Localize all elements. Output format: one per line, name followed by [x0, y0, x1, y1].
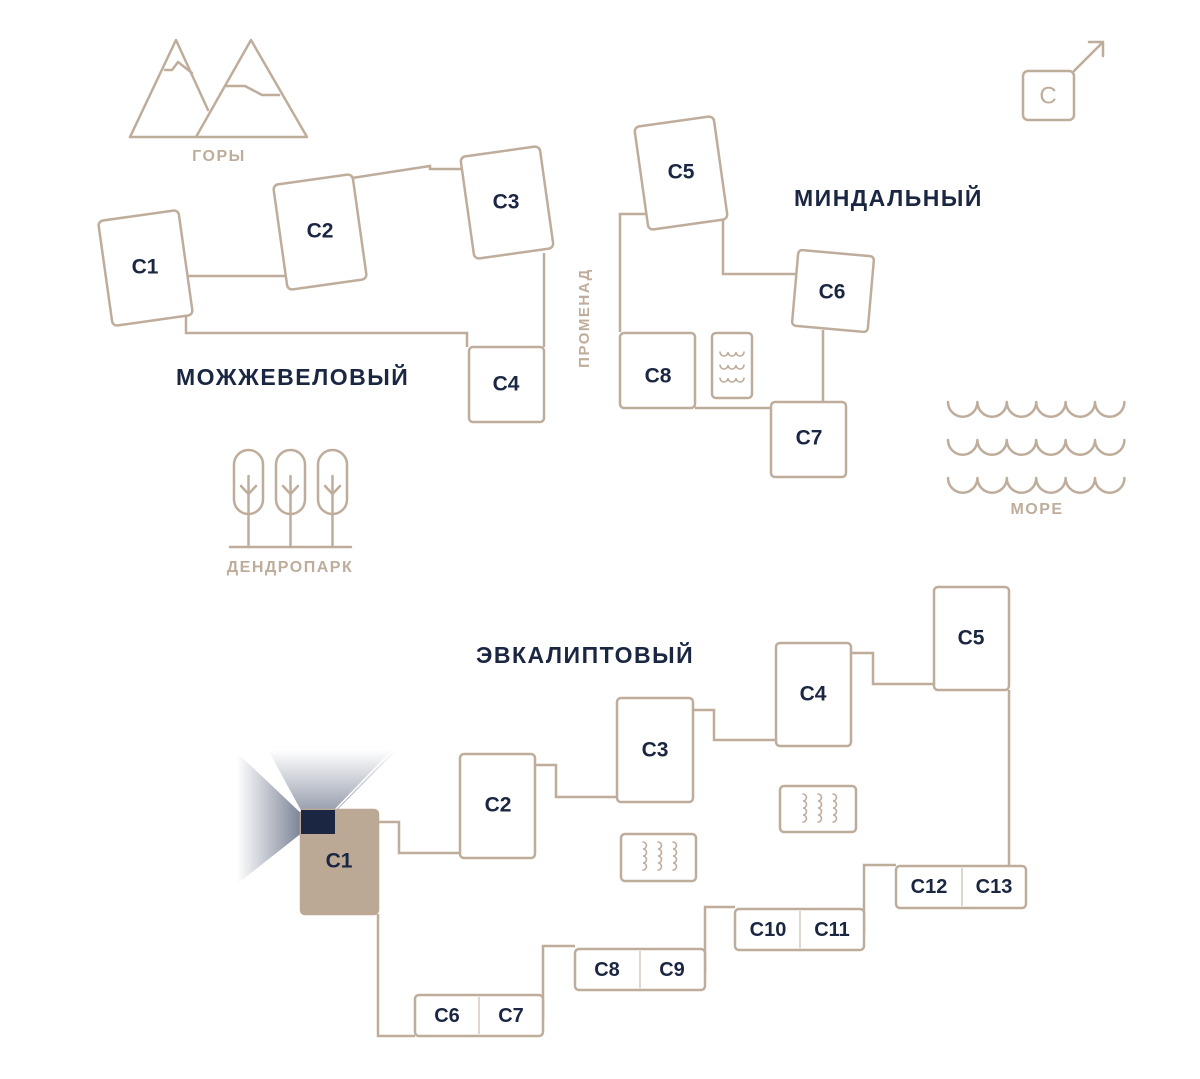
- building-eucalyptus-c8[interactable]: С8: [594, 959, 620, 981]
- sea-waves-icon: [946, 400, 1126, 494]
- building-label: С3: [493, 191, 520, 214]
- building-label: С6: [434, 1005, 460, 1027]
- juniper-zone: С1 С2 С3 С4: [97, 145, 555, 424]
- juniper-paths: [184, 164, 546, 347]
- building-eucalyptus-c10[interactable]: С10: [750, 919, 787, 941]
- park-landmark: ДЕНДРОПАРК: [227, 448, 353, 576]
- building-almond-c6[interactable]: С6: [790, 248, 876, 334]
- building-label: С7: [796, 427, 823, 450]
- eucalyptus-zone: С1 С2 С3 С4 С5 С6 С7: [237, 585, 1028, 1038]
- building-label: С4: [800, 683, 827, 706]
- building-label: С11: [814, 919, 850, 941]
- building-eucalyptus-c6[interactable]: С6: [434, 1005, 460, 1027]
- compass-label: С: [1039, 83, 1056, 110]
- pool-icon: [619, 832, 698, 883]
- building-juniper-c1[interactable]: С1: [97, 209, 194, 327]
- building-eucalyptus-c13[interactable]: С13: [976, 876, 1013, 898]
- mountains-landmark: ГОРЫ: [128, 38, 309, 165]
- building-eucalyptus-c12-c13: С12 С13: [894, 864, 1028, 910]
- building-label: С5: [668, 161, 695, 184]
- building-label: С1: [326, 850, 353, 873]
- building-label: С2: [307, 220, 334, 243]
- building-label: С10: [750, 919, 787, 941]
- building-eucalyptus-c6-c7: С6 С7: [413, 993, 545, 1038]
- building-eucalyptus-c1[interactable]: С1: [299, 808, 380, 916]
- compass: С: [1021, 40, 1105, 122]
- building-eucalyptus-c7[interactable]: С7: [498, 1005, 524, 1027]
- north-arrow-icon: [1072, 40, 1105, 73]
- trees-icon: [228, 448, 353, 549]
- building-eucalyptus-c8-c9: С8 С9: [573, 947, 707, 992]
- building-label: С2: [485, 794, 512, 817]
- mountains-label: ГОРЫ: [192, 148, 246, 165]
- building-label: С8: [594, 959, 620, 981]
- building-label: С4: [493, 373, 520, 396]
- building-eucalyptus-c4[interactable]: С4: [774, 641, 853, 748]
- building-eucalyptus-c3[interactable]: С3: [615, 696, 695, 804]
- building-eucalyptus-c9[interactable]: С9: [659, 959, 685, 981]
- building-label: С13: [976, 876, 1013, 898]
- almond-paths: [618, 212, 825, 410]
- building-label: С9: [659, 959, 685, 981]
- building-juniper-c3[interactable]: С3: [459, 145, 555, 260]
- pool-icon: [778, 784, 858, 834]
- building-eucalyptus-c12[interactable]: С12: [911, 876, 948, 898]
- sea-label: МОРЕ: [1010, 501, 1063, 518]
- building-almond-c8[interactable]: С8: [618, 331, 697, 410]
- park-label: ДЕНДРОПАРК: [227, 559, 353, 576]
- compass-frame: [1021, 69, 1076, 122]
- viewpoint-marker: [301, 810, 335, 834]
- almond-zone: С5 С6 С8 С7: [618, 115, 876, 479]
- view-direction-beam: [237, 750, 397, 884]
- building-eucalyptus-c10-c11: С10 С11: [733, 907, 866, 952]
- building-eucalyptus-c11[interactable]: С11: [814, 919, 850, 941]
- building-label: С1: [132, 256, 159, 279]
- building-eucalyptus-c5[interactable]: С5: [932, 585, 1011, 692]
- building-label: С12: [911, 876, 948, 898]
- building-eucalyptus-c2[interactable]: С2: [458, 752, 537, 860]
- building-juniper-c4[interactable]: С4: [467, 345, 546, 424]
- zone-title-juniper: МОЖЖЕВЕЛОВЫЙ: [176, 363, 409, 390]
- promenade-label: ПРОМЕНАД: [576, 268, 593, 368]
- sea-landmark: МОРЕ: [946, 400, 1126, 518]
- building-almond-c7[interactable]: С7: [769, 400, 848, 479]
- building-label: С6: [819, 281, 846, 304]
- building-label: С7: [498, 1005, 524, 1027]
- building-label: С5: [958, 627, 985, 650]
- pool-icon: [710, 331, 754, 400]
- mountains-icon: [128, 38, 309, 139]
- zone-title-eucalyptus: ЭВКАЛИПТОВЫЙ: [476, 641, 694, 668]
- building-label: С8: [645, 365, 672, 388]
- zone-title-almond: МИНДАЛЬНЫЙ: [794, 184, 983, 211]
- building-almond-c5[interactable]: С5: [633, 115, 729, 231]
- building-juniper-c2[interactable]: С2: [272, 173, 368, 291]
- building-label: С3: [642, 739, 669, 762]
- eucalyptus-paths: [376, 651, 1011, 1038]
